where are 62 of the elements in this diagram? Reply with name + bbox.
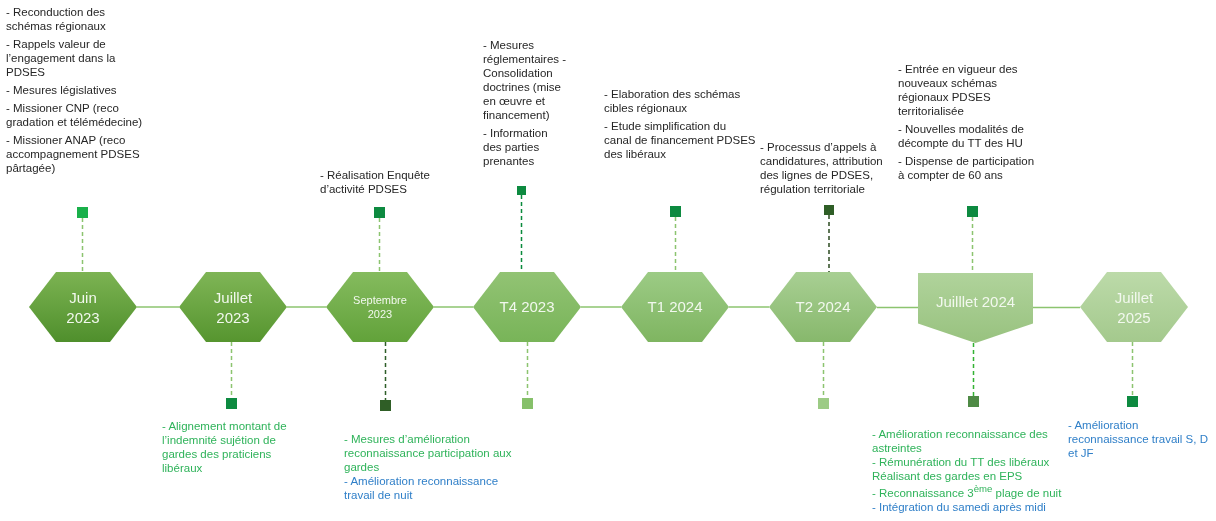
bullet-text: - Information des parties prenantes — [483, 126, 549, 169]
square-marker — [1127, 396, 1138, 407]
square-marker — [226, 398, 237, 409]
bullet-text: - Nouvelles modalités de décompte du TT des HU — [898, 122, 1025, 151]
bullet-text: - Mesures d’amélioration reconnaissance participation aux gardes — [344, 432, 513, 475]
milestone-label: T1 2024 — [646, 297, 704, 317]
hexagon-milestone — [29, 272, 137, 342]
hexagon-milestone — [179, 272, 287, 342]
square-marker — [77, 207, 88, 218]
dashed-line — [972, 342, 975, 397]
hexagon-milestone — [473, 272, 581, 342]
square-marker — [818, 398, 829, 409]
square-marker — [968, 396, 979, 407]
dashed-line — [828, 214, 830, 273]
square-marker — [967, 206, 978, 217]
bullet-text: - Amélioration reconnaissance travail de nuit — [344, 474, 500, 503]
timeline-line — [136, 306, 180, 308]
milestone-label: Septembre 2023 — [352, 292, 408, 322]
bullet-text: - Etude simplification du canal de financement PDSES des libéraux — [604, 119, 756, 162]
milestone-label: Juin 2023 — [65, 287, 101, 327]
square-marker — [517, 186, 526, 195]
bullet-text: - Elaboration des schémas cibles régionaux — [604, 87, 742, 116]
timeline-line — [580, 306, 622, 308]
milestone-label: Juillet 2025 — [1113, 287, 1155, 327]
bullet-text: - Reconnaissance 3$^{ème}$ plage de nuit — [872, 483, 1063, 500]
square-marker — [670, 206, 681, 217]
bullet-text: - Processus d’appels à candidatures, attribution des lignes de PDSES, régulation territoriale — [760, 140, 884, 197]
dashed-line — [674, 216, 677, 273]
timeline-line — [728, 306, 770, 308]
square-marker — [374, 207, 385, 218]
pentagon-milestone — [918, 273, 1033, 343]
bullet-text: - Intégration du samedi après midi — [872, 499, 1047, 514]
bullet-text: - Entrée en vigueur des nouveaux schémas régionaux PDSES territorialisée — [898, 62, 1019, 119]
timeline-line — [1032, 306, 1081, 309]
bullet-text: - Mesures législatives — [6, 83, 118, 98]
bullet-text: - Alignement montant de l’indemnité sujétion de gardes des praticiens libéraux — [162, 419, 288, 476]
hexagon-milestone — [769, 272, 877, 342]
timeline-line — [433, 306, 474, 308]
bullet-text: - Rappels valeur de l’engagement dans la PDSES — [6, 37, 117, 80]
dashed-line — [384, 341, 387, 401]
milestone-label: T4 2023 — [498, 297, 556, 317]
bullet-text: - Amélioration reconnaissance travail S, D et JF — [1068, 418, 1209, 461]
hexagon-milestone — [621, 272, 729, 342]
bullet-text: - Réalisation Enquête d’activité PDSES — [320, 168, 431, 197]
dashed-line — [1131, 341, 1134, 397]
bullet-text: - Mesures réglementaires - Consolidation doctrines (mise en œuvre et financement) — [483, 38, 568, 123]
hexagon-milestone — [1080, 272, 1188, 342]
timeline-line — [286, 306, 327, 308]
timeline-line — [876, 306, 919, 309]
milestone-label: Juillet 2023 — [212, 287, 254, 327]
hexagon-milestone — [326, 272, 434, 342]
dashed-line — [378, 217, 381, 273]
square-marker — [824, 205, 834, 215]
milestone-label: T2 2024 — [794, 297, 852, 317]
bullet-text: - Reconduction des schémas régionaux — [6, 5, 107, 34]
bullet-text: - Missioner ANAP (reco accompagnement PDSES pârtagée) — [6, 133, 141, 176]
square-marker — [380, 400, 391, 411]
milestone-label: Juilllet 2024 — [934, 292, 1017, 313]
bullet-text: - Missioner CNP (reco gradation et télémédecine) — [6, 101, 144, 130]
bullet-text: - Dispense de participation à compter de 60 ans — [898, 154, 1036, 183]
square-marker — [522, 398, 533, 409]
dashed-line — [81, 217, 84, 273]
